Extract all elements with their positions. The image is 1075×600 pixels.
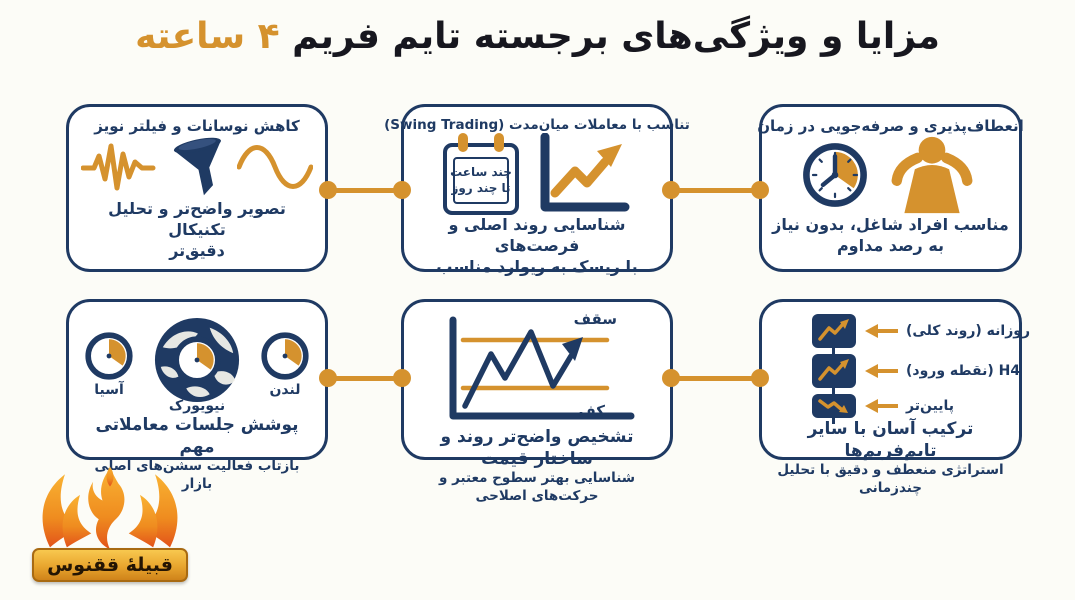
card-noise-title: کاهش نوسانات و فیلتر نویز <box>94 117 300 135</box>
swing-icon-row: چند ساعت تا چند روز <box>443 133 631 215</box>
funnel-icon <box>173 135 231 199</box>
timeframe-row-daily: روزانه (روند کلی) <box>812 314 1030 348</box>
session-asia-label: آسیا <box>94 382 124 398</box>
card-noise-caption: تصویر واضح‌تر و تحلیل تکنیکال دقیق‌تر <box>79 199 315 261</box>
card-multi-timeframe: روزانه (روند کلی) H4 (نقطه ورود) <box>759 299 1030 496</box>
card-swing-caption-line1: شناسایی روند اصلی و فرصت‌های <box>448 215 626 255</box>
card-structure-caption: تشخیص واضح‌تر روند و ساختار قیمت شناسایی… <box>414 426 660 505</box>
timeframe-row-lower: پایین‌تر <box>812 394 1009 418</box>
card-flexibility-caption-line2: به رصد مداوم <box>836 236 945 256</box>
connector-top-left <box>319 181 411 199</box>
card-price-structure: سقف کف تشخیص واضح‌تر روند و ساختار قیمت … <box>401 299 673 504</box>
globe-clock-icon <box>153 316 241 404</box>
rising-chart-icon <box>535 133 631 215</box>
card-structure-caption-line1: تشخیص واضح‌تر روند و ساختار قیمت <box>440 427 634 470</box>
card-swing-title: تناسب با معاملات میان‌مدت (Swing Trading… <box>384 117 690 133</box>
connector-bottom-left <box>319 369 411 387</box>
phoenix-icon <box>35 462 185 554</box>
left-arrow-icon <box>862 362 900 380</box>
timeframe-daily-label: روزانه (روند کلی) <box>906 323 1031 339</box>
timeframe-h4-label: H4 (نقطه ورود) <box>906 363 1021 379</box>
page-title-main: مزایا و ویژگی‌های برجسته تایم فریم <box>292 16 940 57</box>
price-structure-chart-icon: سقف کف <box>435 310 639 426</box>
session-london: لندن <box>261 332 309 398</box>
connector-dot <box>751 369 769 387</box>
card-flexibility-caption: مناسب افراد شاغل، بدون نیاز به رصد مداوم <box>772 215 1009 257</box>
connector-line <box>668 188 763 193</box>
sine-wave-icon <box>237 145 313 189</box>
connector-top-right <box>662 181 769 199</box>
session-london-label: لندن <box>269 382 301 398</box>
page-title: مزایا و ویژگی‌های برجسته تایم فریم ۴ ساع… <box>0 16 1075 57</box>
sessions-icon-row: آسیا <box>85 316 309 414</box>
card-noise-caption-line2: دقیق‌تر <box>169 240 225 260</box>
calendar-ring-icon <box>494 133 504 152</box>
connector-dot <box>393 181 411 199</box>
page-title-highlight: ۴ ساعته <box>135 16 280 57</box>
connector-dot <box>662 369 680 387</box>
card-multiframe-caption-line2: استراتژی منعطف و دقیق با تحلیل چندزمانی <box>777 462 1004 496</box>
session-clock-icon <box>173 336 221 384</box>
floor-label: کف <box>578 402 605 420</box>
connector-bottom-right <box>662 369 769 387</box>
flexibility-icon-row <box>802 135 980 215</box>
left-arrow-icon <box>862 397 900 415</box>
card-multiframe-caption-line1: ترکیب آسان با سایر تایم‌فریم‌ها <box>807 419 974 462</box>
calendar-text: چند ساعت تا چند روز <box>450 157 512 204</box>
session-newyork: نیویورک <box>153 316 241 414</box>
timeframe-lower-label: پایین‌تر <box>906 398 955 414</box>
ceiling-label: سقف <box>573 310 617 328</box>
multiframe-rows: روزانه (روند کلی) H4 (نقطه ورود) <box>772 314 1030 424</box>
calendar-icon: چند ساعت تا چند روز <box>443 133 519 215</box>
clock-icon <box>802 142 868 208</box>
calendar-ring-icon <box>458 133 468 152</box>
connector-dot <box>751 181 769 199</box>
connector-line <box>668 376 763 381</box>
connector-dot <box>319 181 337 199</box>
session-newyork-label: نیویورک <box>168 398 226 414</box>
mini-chart-up-icon <box>812 314 856 348</box>
connector-dot <box>319 369 337 387</box>
card-flexibility: انعطاف‌پذیری و صرفه‌جویی در زمان <box>757 104 1024 272</box>
card-sessions-caption-line1: پوشش جلسات معاملاتی مهم <box>95 415 299 458</box>
timeframe-row-h4: H4 (نقطه ورود) <box>812 354 1020 388</box>
noise-signal-icon <box>81 139 167 195</box>
connector-dot <box>393 369 411 387</box>
connector-dot <box>662 181 680 199</box>
card-noise-caption-line1: تصویر واضح‌تر و تحلیل تکنیکال <box>108 199 286 239</box>
session-asia: آسیا <box>85 332 133 398</box>
card-flexibility-caption-line1: مناسب افراد شاغل، بدون نیاز <box>772 215 1009 235</box>
card-swing-trading: تناسب با معاملات میان‌مدت (Swing Trading… <box>384 104 690 276</box>
card-swing-caption: شناسایی روند اصلی و فرصت‌های با ریسک به … <box>414 215 660 277</box>
mini-chart-up-icon <box>812 354 856 388</box>
card-structure-caption-line2: شناسایی بهتر سطوح معتبر و حرکت‌های اصلاح… <box>438 470 636 504</box>
mini-chart-down-icon <box>812 394 856 418</box>
card-sessions-caption: پوشش جلسات معاملاتی مهم بازتاب فعالیت سش… <box>79 414 315 493</box>
structure-icon-row: سقف کف <box>435 310 639 426</box>
card-sessions: آسیا <box>66 299 328 492</box>
relaxed-person-icon <box>884 135 980 215</box>
card-noise-filtering: کاهش نوسانات و فیلتر نویز تصویر واضح‌تر … <box>66 104 328 272</box>
card-multiframe-caption: ترکیب آسان با سایر تایم‌فریم‌ها استراتژی… <box>772 418 1009 497</box>
session-clock-icon <box>261 332 309 380</box>
brand-logo: قبیلۀ ققنوس <box>30 462 190 582</box>
noise-icon-row <box>81 135 313 199</box>
connector-line <box>325 188 405 193</box>
left-arrow-icon <box>862 322 900 340</box>
brand-name: قبیلۀ ققنوس <box>47 554 173 576</box>
brand-name-banner: قبیلۀ ققنوس <box>32 548 188 582</box>
calendar-text-line2: تا چند روز <box>451 180 511 195</box>
calendar-text-line1: چند ساعت <box>450 164 512 179</box>
card-swing-caption-line2: با ریسک به ریوارد مناسب <box>436 256 638 276</box>
connector-line <box>325 376 405 381</box>
card-sessions-caption-line2: بازتاب فعالیت سشن‌های اصلی بازار <box>94 458 300 492</box>
card-flexibility-title: انعطاف‌پذیری و صرفه‌جویی در زمان <box>757 117 1024 135</box>
session-clock-icon <box>85 332 133 380</box>
